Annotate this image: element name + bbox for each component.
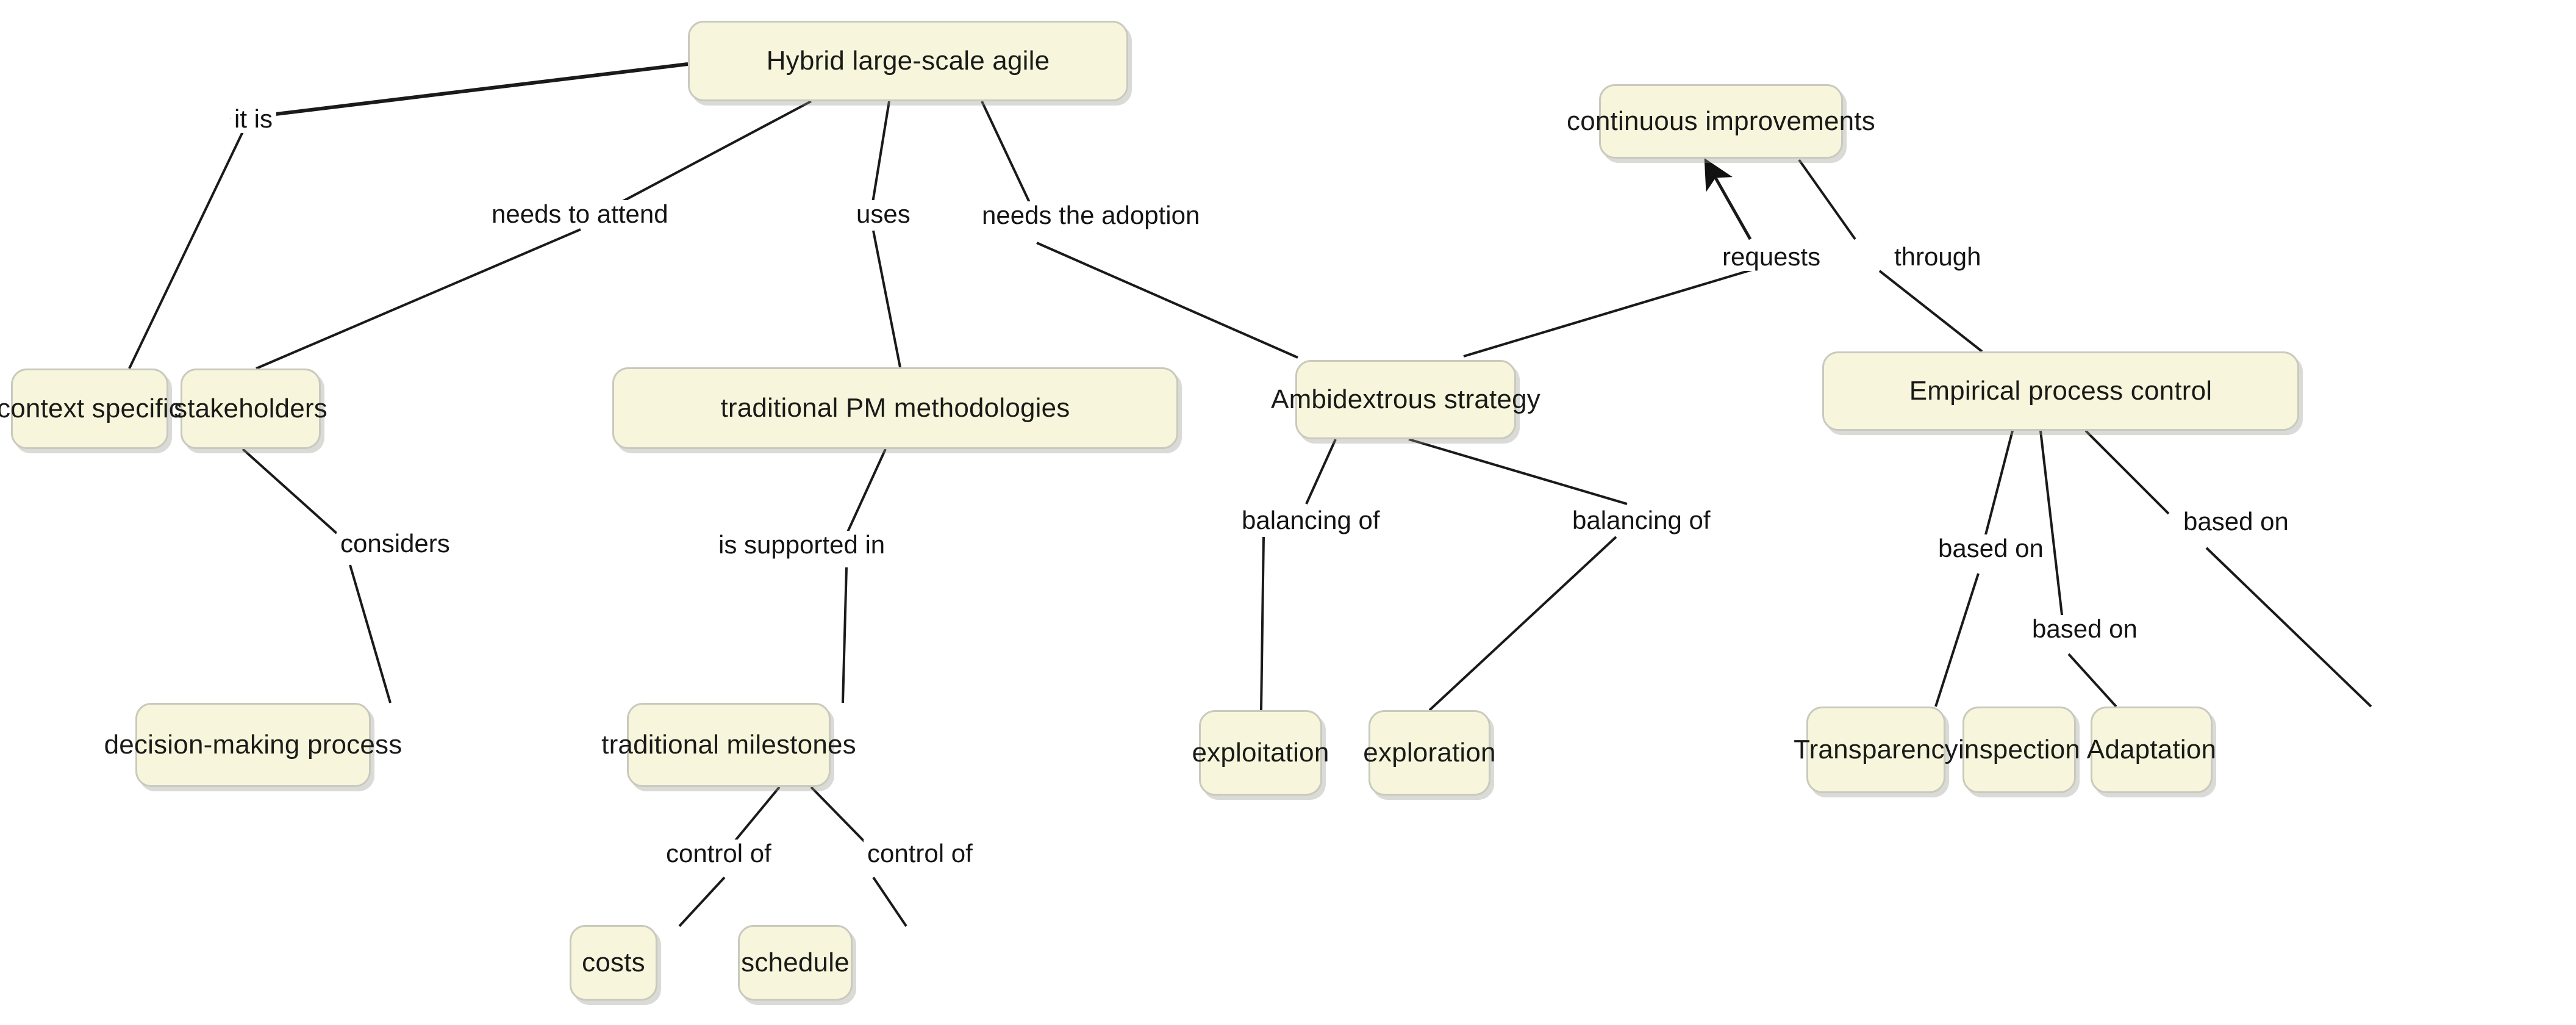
edge-tradpm-milestones-lower bbox=[842, 567, 848, 703]
node-label: traditional PM methodologies bbox=[720, 392, 1070, 423]
node-label: Empirical process control bbox=[1909, 375, 2213, 406]
edge-hybrid-stakeholders-lower bbox=[256, 228, 581, 370]
node-label: context specific bbox=[0, 393, 183, 423]
edge-empirical-transparency bbox=[1983, 430, 2014, 540]
edge-stakeholders-decision bbox=[242, 448, 338, 534]
node-transparency[interactable]: Transparency bbox=[1794, 707, 1958, 793]
edge-ambidextrous-exploitation bbox=[1305, 439, 1337, 505]
edge-empirical-adaptation bbox=[2084, 430, 2170, 515]
node-hybrid-large-scale-agile[interactable]: Hybrid large-scale agile bbox=[688, 21, 1128, 101]
edge-label-control-of-costs: control of bbox=[662, 840, 775, 868]
edge-label-balancing-of-exploration: balancing of bbox=[1569, 506, 1714, 534]
edge-ambidextrous-exploration-lower bbox=[1428, 536, 1617, 711]
node-exploitation[interactable]: exploitation bbox=[1192, 710, 1329, 796]
edge-label-based-on-transparency: based on bbox=[1934, 534, 2047, 563]
edge-hybrid-ambidextrous bbox=[981, 101, 1033, 208]
node-label: schedule bbox=[741, 947, 850, 977]
edge-empirical-transparency-lower bbox=[1934, 573, 1980, 707]
edge-label-it-is: it is bbox=[231, 105, 276, 133]
node-label: continuous improvements bbox=[1567, 106, 1875, 136]
edge-tradpm-milestones bbox=[845, 448, 887, 535]
edge-empirical-inspection bbox=[2039, 430, 2064, 620]
edge-label-based-on-adaptation: based on bbox=[2180, 508, 2292, 536]
node-label: stakeholders bbox=[174, 393, 327, 423]
edge-milestones-costs bbox=[732, 786, 781, 844]
node-costs[interactable]: costs bbox=[570, 925, 657, 1001]
edge-empirical-adaptation-lower bbox=[2205, 547, 2372, 708]
node-exploration[interactable]: exploration bbox=[1363, 710, 1496, 796]
node-label: costs bbox=[582, 947, 645, 977]
edge-label-needs-to-attend: needs to attend bbox=[488, 200, 672, 228]
node-stakeholders[interactable]: stakeholders bbox=[174, 369, 327, 449]
node-context-specific[interactable]: context specific bbox=[0, 369, 182, 449]
edge-milestones-schedule bbox=[810, 786, 867, 844]
edge-milestones-schedule-lower bbox=[872, 876, 907, 927]
edge-hybrid-context bbox=[230, 62, 689, 121]
edge-hybrid-stakeholders bbox=[610, 100, 812, 209]
node-traditional-milestones[interactable]: traditional milestones bbox=[601, 703, 856, 787]
node-adaptation[interactable]: Adaptation bbox=[2087, 707, 2216, 793]
edge-hybrid-context-lower bbox=[128, 129, 245, 369]
node-label: Adaptation bbox=[2086, 734, 2217, 764]
edge-label-control-of-schedule: control of bbox=[864, 840, 976, 868]
edge-hybrid-tradpm-lower bbox=[872, 230, 901, 368]
node-ambidextrous-strategy[interactable]: Ambidextrous strategy bbox=[1271, 360, 1540, 439]
edge-label-uses: uses bbox=[853, 200, 914, 228]
edge-label-through: through bbox=[1891, 243, 1985, 271]
node-continuous-improvements[interactable]: continuous improvements bbox=[1567, 84, 1875, 159]
edge-ambidextrous-continuous-arrow bbox=[1704, 157, 1752, 240]
edge-stakeholders-decision-lower bbox=[349, 564, 392, 703]
edge-milestones-costs-lower bbox=[678, 876, 726, 927]
node-label: Ambidextrous strategy bbox=[1271, 384, 1540, 414]
edge-label-balancing-of-exploitation: balancing of bbox=[1238, 506, 1384, 534]
node-inspection[interactable]: inspection bbox=[1958, 707, 2080, 793]
edge-label-is-supported-in: is supported in bbox=[715, 531, 889, 559]
node-label: traditional milestones bbox=[601, 729, 856, 760]
edge-label-needs-the-adoption: needs the adoption bbox=[978, 201, 1204, 229]
node-label: Transparency bbox=[1794, 734, 1958, 764]
node-label: exploration bbox=[1363, 737, 1496, 768]
edge-ambidextrous-exploitation-lower bbox=[1260, 536, 1265, 711]
edge-label-based-on-inspection: based on bbox=[2028, 615, 2141, 643]
node-decision-making-process[interactable]: decision-making process bbox=[104, 703, 402, 787]
edge-empirical-inspection-lower bbox=[2067, 653, 2117, 708]
edge-ambidextrous-continuous bbox=[1463, 267, 1757, 358]
edge-label-considers: considers bbox=[337, 530, 454, 558]
node-label: Hybrid large-scale agile bbox=[766, 45, 1050, 76]
node-empirical-process-control[interactable]: Empirical process control bbox=[1822, 351, 2299, 431]
edge-ambidextrous-exploration bbox=[1408, 438, 1628, 505]
node-label: inspection bbox=[1958, 734, 2081, 764]
node-label: decision-making process bbox=[104, 729, 402, 760]
edge-hybrid-ambidextrous-lower bbox=[1036, 242, 1298, 359]
node-traditional-pm-methodologies[interactable]: traditional PM methodologies bbox=[612, 367, 1178, 449]
edge-continuous-empirical-lower bbox=[1878, 270, 1983, 353]
node-schedule[interactable]: schedule bbox=[738, 925, 853, 1001]
node-label: exploitation bbox=[1192, 737, 1329, 768]
edge-continuous-empirical bbox=[1798, 159, 1856, 240]
edge-label-requests: requests bbox=[1719, 243, 1825, 271]
edge-hybrid-tradpm bbox=[871, 101, 890, 207]
